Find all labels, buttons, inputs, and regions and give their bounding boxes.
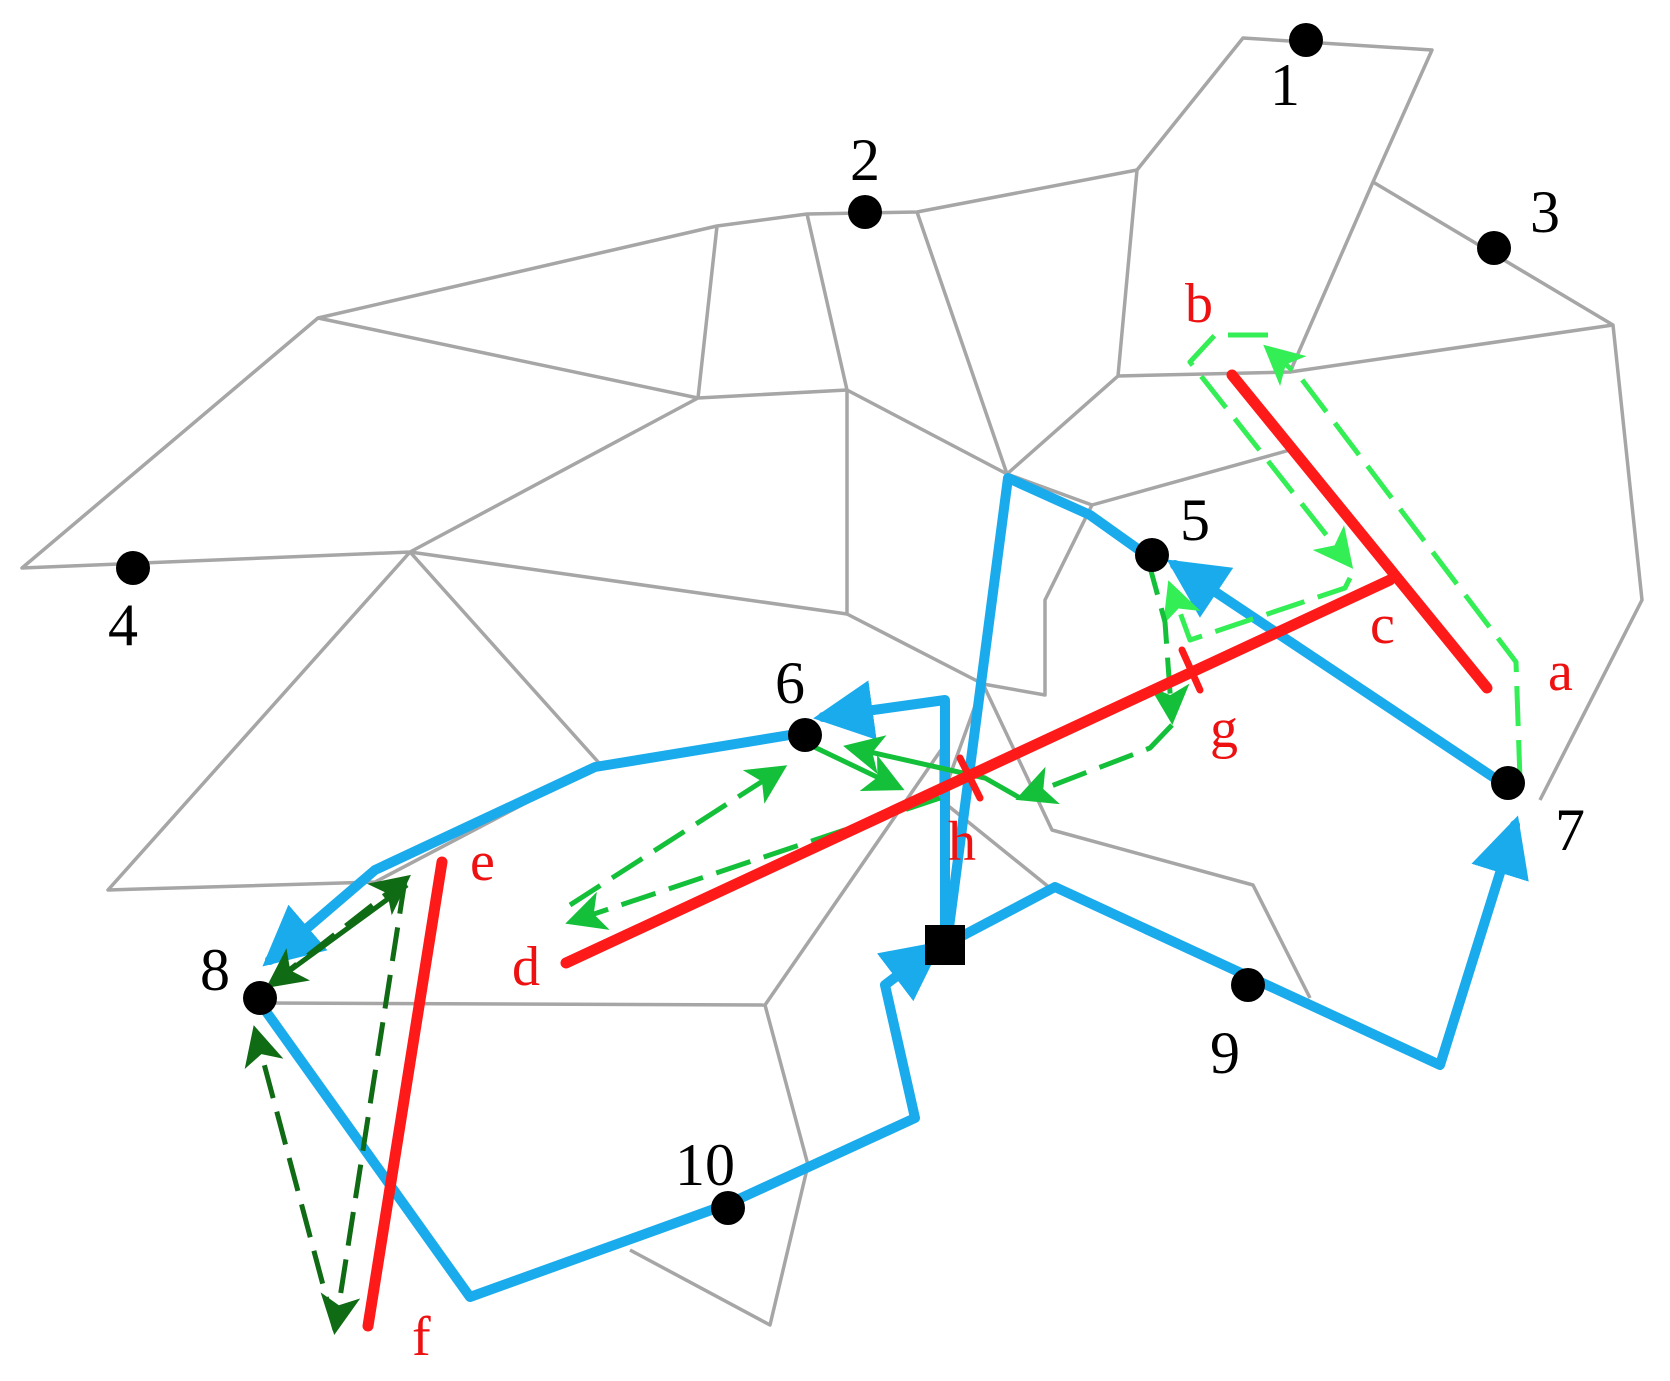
road-segment [20,168,1138,570]
point-g-label: g [1210,698,1238,760]
blocked-segment-ef [362,856,448,1332]
route-segment-6-to-8 [262,728,807,967]
road-network [20,36,1644,1327]
detour-b-to-c [1187,332,1354,569]
road-segment [805,213,984,686]
node-4-label: 4 [108,592,138,658]
detour-f-to-8 [244,1025,338,1331]
detour-6-to-h [808,742,905,791]
node-8-dot [243,981,277,1015]
blocked-segments [362,369,1493,1332]
tick-h [956,754,984,802]
node-3-label: 3 [1530,179,1560,245]
node-dots [116,23,1525,1225]
node-1-dot [1289,23,1323,57]
point-e-label: e [470,831,495,893]
detour-e-to-8 [265,882,409,988]
node-7-label: 7 [1555,797,1585,863]
road-segment [1289,323,1614,374]
node-8-label: 8 [200,937,230,1003]
node-3-dot [1477,231,1511,265]
route-segment-5-to-6 [813,473,1147,963]
point-a-label: a [1548,641,1573,703]
road-segment [106,550,601,892]
road-segment [1091,448,1291,507]
node-5-dot [1135,538,1169,572]
road-segment [317,316,699,400]
node-10-label: 10 [675,1132,735,1198]
point-h-label: h [948,811,976,873]
detour-c-to-5 [1163,576,1353,643]
point-d-label: d [512,936,540,998]
start-marker [925,925,965,965]
road-segment [264,1001,766,1007]
node-1-label: 1 [1270,52,1300,118]
node-4-dot [116,551,150,585]
detour-e-to-f [320,879,408,1335]
road-segment [1372,180,1644,801]
node-2-dot [848,195,882,229]
road-segment [408,550,602,766]
node-labels: 1 2 3 4 5 6 7 8 9 10 [108,52,1585,1198]
route-segment-8-to-start [260,940,943,1302]
node-2-label: 2 [850,127,880,193]
node-5-label: 5 [1180,487,1210,553]
point-labels: a b c d e f g h [412,273,1573,1368]
point-f-label: f [412,1306,431,1368]
route-segment-7-to-5 [1166,559,1510,790]
blocked-segment-cd [560,574,1396,969]
node-9-dot [1231,968,1265,1002]
point-c-label: c [1370,594,1395,656]
tick-g [1178,646,1204,694]
detour-d-to-6 [568,765,788,908]
node-6-label: 6 [775,650,805,716]
node-9-label: 9 [1210,1020,1240,1086]
road-segment [409,550,848,616]
road-segment [915,211,1009,475]
detour-g-to-h [1015,723,1174,805]
detour-a-to-b [1263,344,1523,781]
blocked-segment-ab [1226,369,1493,694]
point-b-label: b [1185,273,1213,335]
node-6-dot [788,718,822,752]
road-segment [981,683,1312,999]
road-segment [982,472,1094,697]
road-segment [696,225,719,399]
node-10-dot [711,1191,745,1225]
node-7-dot [1491,766,1525,800]
